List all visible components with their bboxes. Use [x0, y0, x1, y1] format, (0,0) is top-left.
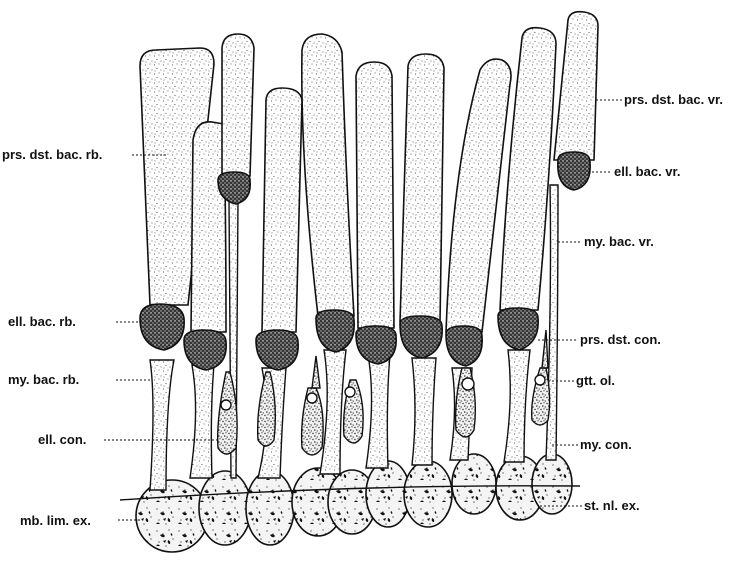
label-my-bac-vr: my. bac. vr. [584, 234, 654, 249]
nucleus [452, 454, 496, 514]
rod-outer-segments [140, 12, 598, 332]
label-st-nl-ex: st. nl. ex. [584, 498, 640, 513]
label-gtt-ol: gtt. ol. [576, 373, 615, 388]
nucleus [532, 454, 572, 514]
label-prs-dst-con: prs. dst. con. [580, 332, 661, 347]
nucleus [404, 461, 452, 527]
label-mb-lim-ex: mb. lim. ex. [20, 513, 91, 528]
label-prs-dst-bac-rb: prs. dst. bac. rb. [2, 147, 102, 162]
nucleus [246, 471, 294, 545]
label-ell-con: ell. con. [38, 432, 86, 447]
label-my-bac-rb: my. bac. rb. [8, 372, 79, 387]
label-ell-bac-rb: ell. bac. rb. [8, 314, 76, 329]
label-ell-bac-vr: ell. bac. vr. [614, 164, 681, 179]
label-prs-dst-bac-vr: prs. dst. bac. vr. [624, 92, 723, 107]
nucleus [136, 480, 208, 552]
label-my-con: my. con. [580, 437, 632, 452]
nucleus [199, 471, 251, 545]
